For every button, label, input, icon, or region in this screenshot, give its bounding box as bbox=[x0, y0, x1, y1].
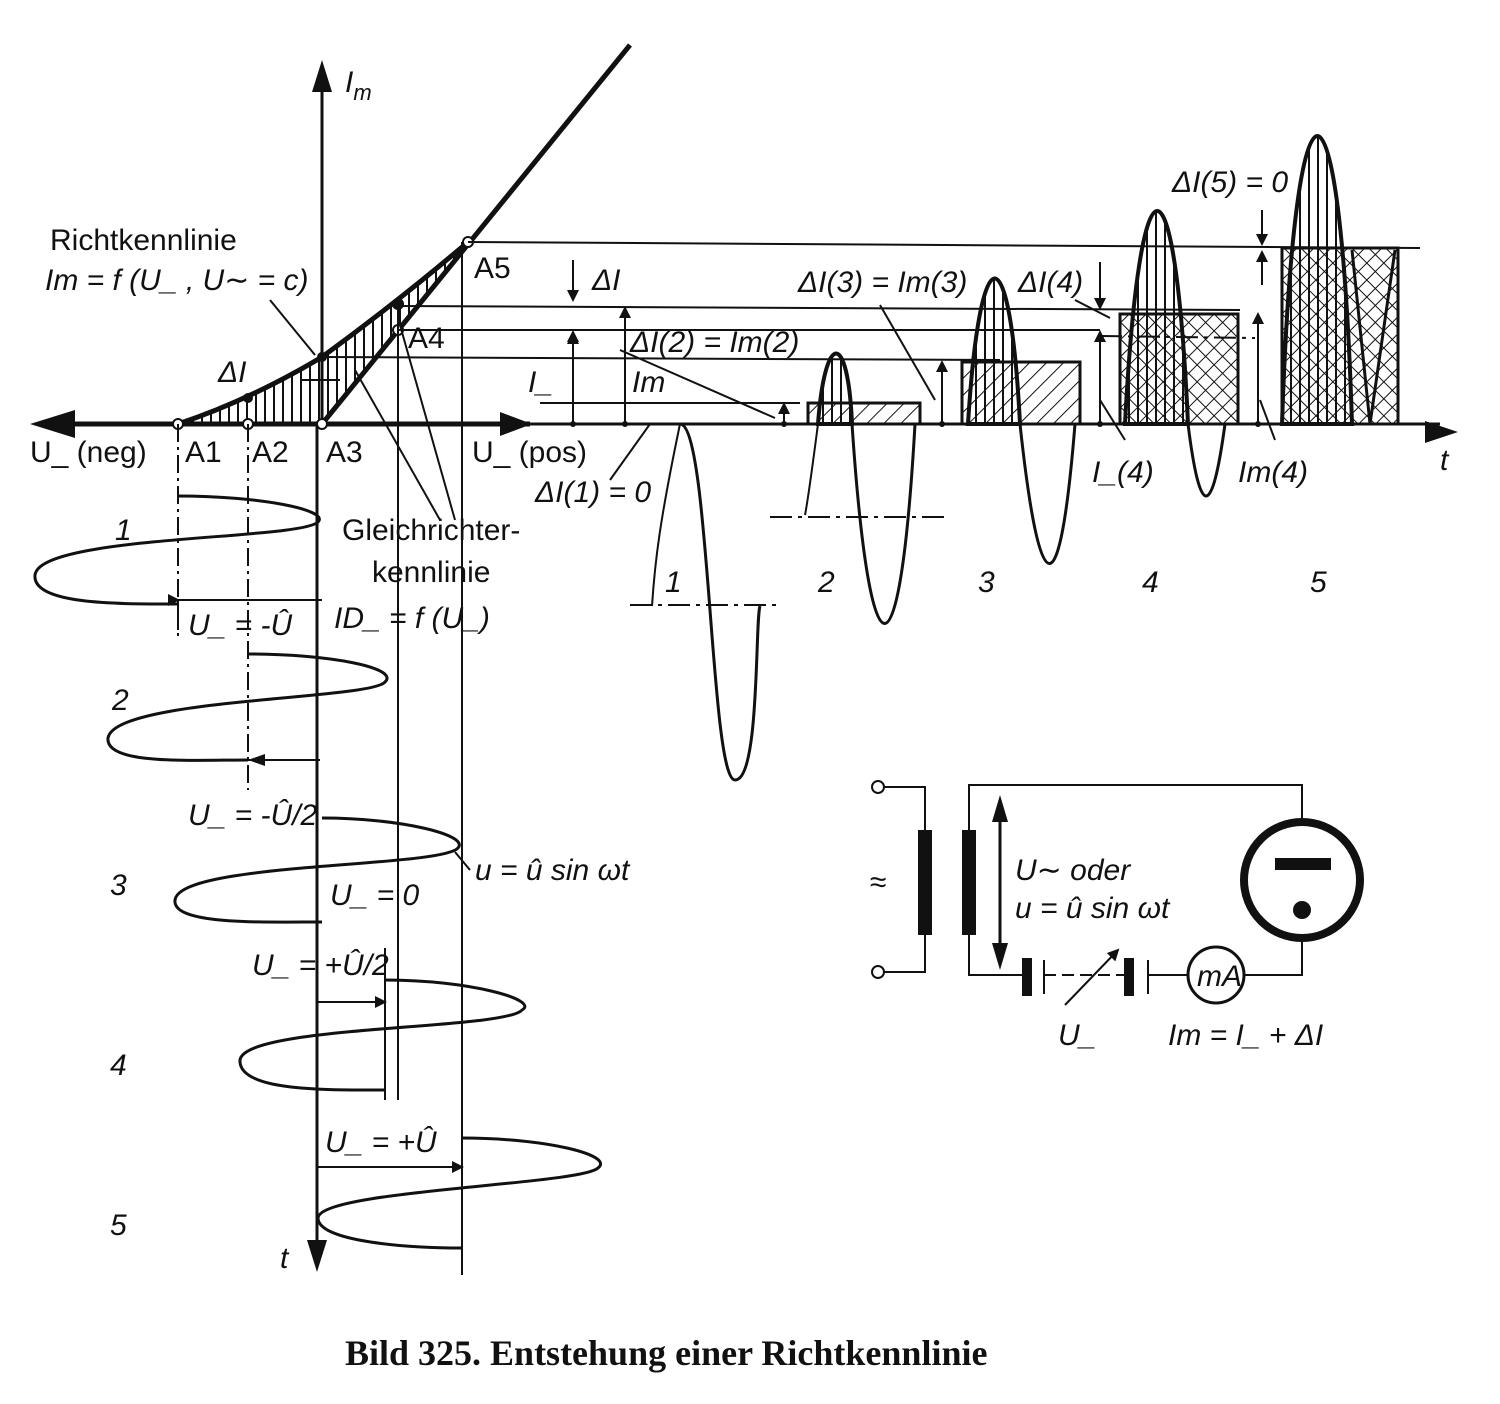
output-pulses bbox=[630, 134, 1400, 782]
current-arrows bbox=[269, 210, 1276, 871]
delta-i-hatched-region bbox=[178, 242, 468, 424]
point-label-a5: A5 bbox=[474, 252, 511, 285]
source-label-line2: u = û sin ωt bbox=[1015, 892, 1171, 925]
projection-lines bbox=[177, 242, 463, 1275]
delta-i5-label: ΔI(5) = 0 bbox=[1171, 166, 1288, 199]
delta-i4-label: ΔI(4) bbox=[1017, 266, 1083, 299]
diode-tube bbox=[1240, 818, 1364, 942]
input-wave-3 bbox=[173, 816, 461, 924]
wave-number-5: 5 bbox=[110, 1209, 127, 1242]
input-terminal-bottom[interactable] bbox=[871, 965, 885, 979]
input-wave-4 bbox=[238, 978, 527, 1092]
current-equation: Im = I_ + ΔI bbox=[1168, 1019, 1323, 1052]
transformer-primary bbox=[918, 830, 932, 935]
point-a3 bbox=[316, 418, 328, 430]
input-wave-5 bbox=[316, 1136, 602, 1250]
output-number-5: 5 bbox=[1310, 566, 1327, 599]
gleichrichter-line1: Gleichrichter- bbox=[342, 514, 520, 547]
output-wave-1 bbox=[640, 422, 762, 782]
bias-label-1: U_ = -Û bbox=[188, 608, 293, 642]
output-number-2: 2 bbox=[817, 566, 835, 599]
delta-i1-label: ΔI(1) = 0 bbox=[534, 476, 651, 509]
delta-i2-label: ΔI(2) = Im(2) bbox=[629, 326, 799, 359]
output-number-4: 4 bbox=[1142, 566, 1159, 599]
tube-cathode bbox=[1293, 901, 1311, 919]
u-pos-label: U_ (pos) bbox=[472, 436, 587, 469]
point-label-a1: A1 bbox=[185, 436, 222, 469]
u-formula-label: u = û sin ωt bbox=[475, 854, 631, 887]
i-m-label: Im bbox=[632, 366, 665, 399]
point-a2-upper bbox=[243, 393, 253, 403]
richtkennlinie-title: Richtkennlinie bbox=[50, 224, 237, 257]
delta-i-left-label: ΔI bbox=[217, 356, 246, 389]
input-wave-2 bbox=[106, 652, 389, 762]
point-label-a2: A2 bbox=[252, 436, 289, 469]
u-neg-arrowhead bbox=[30, 410, 75, 438]
output-pulse-2 bbox=[815, 351, 855, 426]
t-label-right: t bbox=[1440, 444, 1450, 477]
output-pulse-5 bbox=[1279, 134, 1355, 426]
output-number-3: 3 bbox=[978, 566, 995, 599]
wave-number-2: 2 bbox=[111, 684, 129, 717]
richtkennlinie-formula: Im = f (U_ , U∼ = c) bbox=[45, 264, 309, 297]
input-wave-1 bbox=[33, 494, 321, 606]
axes bbox=[30, 60, 1458, 1272]
output-wave-3-lower bbox=[1018, 423, 1077, 565]
u-pos-arrowhead bbox=[500, 412, 532, 436]
output-pulse-3 bbox=[965, 276, 1023, 426]
bias-label-5: U_ = +Û bbox=[325, 1125, 437, 1159]
meter-label: mA bbox=[1197, 960, 1242, 993]
bias-label-4: U_ = +Û/2 bbox=[252, 948, 389, 982]
wave-number-4: 4 bbox=[110, 1049, 127, 1082]
wave-number-3: 3 bbox=[110, 869, 127, 902]
output-wave-4-lower bbox=[1186, 423, 1227, 498]
t-label-bottom: t bbox=[280, 1242, 290, 1275]
transformer-secondary bbox=[962, 830, 976, 935]
point-label-a4: A4 bbox=[408, 322, 445, 355]
bias-source-label: U_ bbox=[1058, 1019, 1096, 1052]
output-pulse-4 bbox=[1122, 209, 1191, 426]
input-terminal-top[interactable] bbox=[871, 780, 885, 794]
source-label-line1: U∼ oder bbox=[1015, 854, 1131, 887]
u-neg-label: U_ (neg) bbox=[30, 436, 147, 469]
bias-adjust-arrow[interactable] bbox=[1064, 948, 1120, 1006]
output-number-1: 1 bbox=[665, 566, 682, 599]
i-m-4-label: Im(4) bbox=[1238, 456, 1308, 489]
circuit bbox=[871, 780, 1364, 1006]
time-axis-arrowhead bbox=[1425, 421, 1458, 443]
battery-left bbox=[1022, 958, 1032, 996]
input-waves bbox=[33, 494, 602, 1250]
gleichrichter-line2: kennlinie bbox=[372, 556, 490, 589]
gleichrichter-formula: ID_ = f (U_) bbox=[334, 602, 490, 635]
i-minus-4-label: I_(4) bbox=[1092, 456, 1154, 489]
battery-right bbox=[1124, 958, 1134, 996]
ac-symbol: ≈ bbox=[870, 866, 886, 899]
bias-label-3: U_ = 0 bbox=[330, 879, 420, 912]
rectifier-characteristic-curve bbox=[320, 43, 632, 426]
im-axis-label: Im bbox=[345, 66, 372, 105]
wave-number-1: 1 bbox=[115, 514, 132, 547]
delta-i-label: ΔI bbox=[591, 264, 620, 297]
time-axis-down-arrowhead bbox=[307, 1240, 327, 1272]
figure-caption: Bild 325. Entstehung einer Richtkennlini… bbox=[345, 1333, 987, 1373]
point-label-a3: A3 bbox=[326, 436, 363, 469]
im-axis-arrowhead bbox=[312, 60, 332, 92]
output-wave-2-lower bbox=[850, 423, 917, 625]
i-minus-label: I_ bbox=[528, 366, 553, 399]
labels: Im U_ (neg) U_ (pos) t t A1 A2 A3 A4 A5 … bbox=[30, 66, 1450, 1373]
tube-anode bbox=[1275, 858, 1331, 870]
bias-label-2: U_ = -Û/2 bbox=[188, 798, 318, 832]
delta-i3-label: ΔI(3) = Im(3) bbox=[797, 266, 967, 299]
